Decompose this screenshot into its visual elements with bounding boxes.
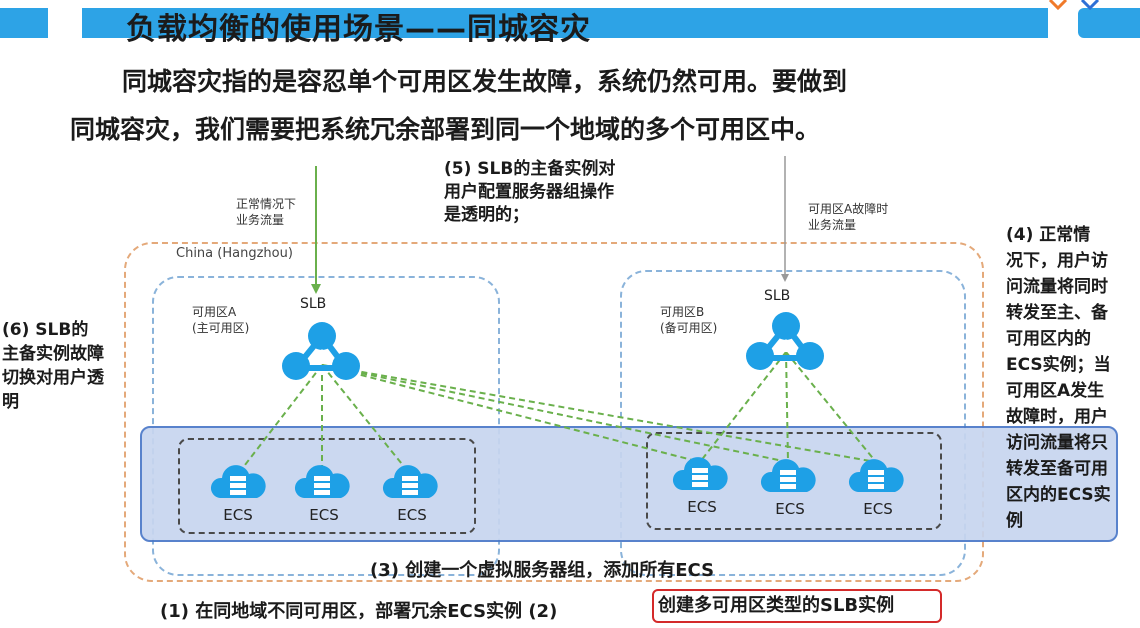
ecs-label-b1: ECS [687,498,717,516]
title-bar [82,8,1048,38]
title-right-accent [1078,8,1140,38]
ecs-cloud-icon [848,459,904,492]
slb-b-icon [746,312,824,370]
ecs-label-a2: ECS [309,506,339,524]
slb-b-label: SLB [764,288,791,304]
slb-a-label: SLB [300,296,327,312]
ecs-label-b3: ECS [863,500,893,518]
slide-title: 负载均衡的使用场景——同城容灾 [126,12,591,47]
note-4: (4) 正常情 况下，用户访 问流量将同时 转发至主、备 可用区内的 ECS实例… [1006,225,1111,531]
ecs-label-a1: ECS [223,506,253,524]
zone-b-label: 可用区B (备可用区) [660,305,718,335]
slb-b-links [699,351,877,463]
ecs-cloud-icon [760,459,816,492]
note-3: (3) 创建一个虚拟服务器组，添加所有ECS [370,560,715,581]
ecs-cloud-icon [210,465,266,498]
note-1: (1) 在同地域不同可用区，部署冗余ECS实例 (2) [160,601,558,622]
ecs-cloud-icon [294,465,350,498]
zone-b-box [620,270,966,576]
note-5: (5) SLB的主备实例对 用户配置服务器组操作 是透明的； [444,159,616,225]
ecs-cloud-icon [672,457,728,490]
slb-a-links [237,364,877,475]
logo-icon [1048,0,1100,10]
ecs-group-a [178,438,476,534]
title-left-accent [0,8,48,38]
intro-line-2: 同城容灾，我们需要把系统冗余部署到同一个地域的多个可用区中。 [70,115,821,144]
ecs-label-a3: ECS [397,506,427,524]
slb-a-icon [282,322,360,380]
ecs-label-b2: ECS [775,500,805,518]
normal-traffic-arrow [311,166,321,294]
intro-paragraph: 同城容灾指的是容忍单个可用区发生故障，系统仍然可用。要做到 同城容灾，我们需要把… [70,58,1110,154]
region-label: China (Hangzhou) [176,246,293,261]
region-box [124,242,984,582]
note-2-highlight: 创建多可用区类型的SLB实例 [652,589,942,623]
zone-a-label: 可用区A (主可用区) [192,305,250,335]
normal-traffic-label: 正常情况下 业务流量 [236,197,297,227]
ecs-group-b [646,432,942,530]
ecs-cloud-icon [382,465,438,498]
failover-traffic-label: 可用区A故障时 业务流量 [808,202,889,232]
intro-line-1: 同城容灾指的是容忍单个可用区发生故障，系统仍然可用。要做到 [122,67,848,96]
failover-traffic-arrow [781,156,789,282]
note-6: (6) SLB的 主备实例故障 切换对用户透 明 [2,320,104,412]
